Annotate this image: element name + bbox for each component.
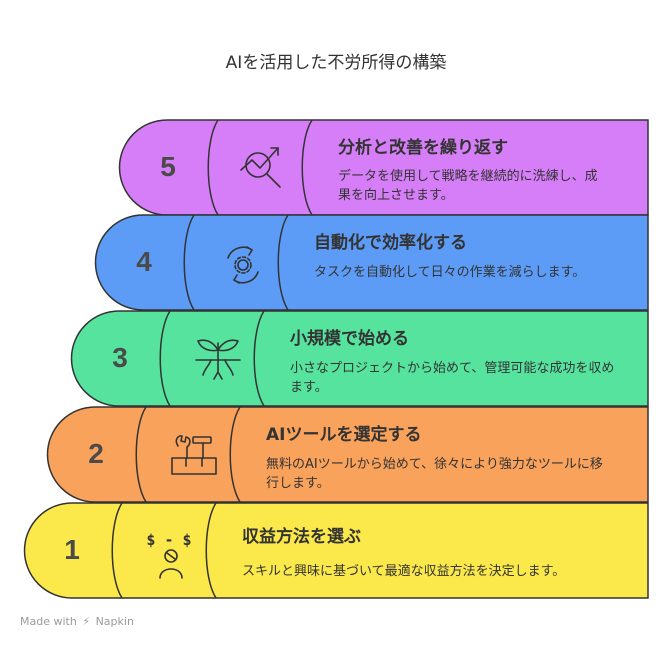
step-3-desc: 小さなプロジェクトから始めて、管理可能な成功を収めます。 [290, 361, 615, 395]
step-1-divider [111, 502, 217, 599]
footer-made-with: Made with [20, 615, 77, 628]
step-3-divider [159, 310, 265, 407]
step-4-divider [183, 214, 289, 311]
money-icon-text: $ - $ [146, 531, 191, 549]
step-5 [118, 119, 649, 216]
step-4-number: 4 [136, 246, 152, 277]
sprout-icon [195, 339, 241, 380]
step-5-number: 5 [160, 151, 176, 182]
step-2-band [46, 406, 649, 503]
step-2-desc: 無料のAIツールから始めて、徐々により強力なツールに移行します。 [266, 457, 603, 491]
step-1 [23, 502, 649, 599]
footer: Made with ⚡ Napkin [20, 615, 134, 628]
toolbox-icon [171, 435, 217, 475]
step-1-desc: スキルと興味に基づいて最適な収益方法を決定します。 [242, 564, 566, 579]
step-2-number: 2 [88, 438, 104, 469]
step-5-desc: データを使用して戦略を継続的に洗練し、成果を向上させます。 [338, 169, 598, 203]
analytics-magnifier-icon [240, 147, 281, 188]
step-4 [94, 214, 649, 311]
page-title: AIを活用した不労所得の構築 [225, 53, 447, 73]
step-2-title: AIツールを選定する [266, 425, 422, 445]
step-1-band [23, 502, 649, 599]
step-1-title: 収益方法を選ぶ [242, 527, 361, 547]
napkin-logo-icon: ⚡ [82, 615, 91, 628]
step-5-title: 分析と改善を繰り返す [338, 138, 508, 158]
step-2 [46, 406, 649, 503]
money-person-icon [159, 549, 183, 579]
step-5-divider [207, 119, 313, 216]
step-1-number: 1 [64, 534, 80, 565]
step-4-band [94, 214, 649, 311]
footer-brand: Napkin [95, 615, 134, 628]
step-4-desc: タスクを自動化して日々の作業を減らします。 [314, 265, 586, 280]
step-3-title: 小規模で始める [290, 329, 409, 349]
step-3 [70, 310, 649, 407]
step-2-divider [135, 406, 241, 503]
gear-cycle-icon [227, 246, 259, 284]
step-3-number: 3 [112, 342, 128, 373]
step-4-title: 自動化で効率化する [314, 233, 467, 253]
step-3-band [70, 310, 649, 407]
